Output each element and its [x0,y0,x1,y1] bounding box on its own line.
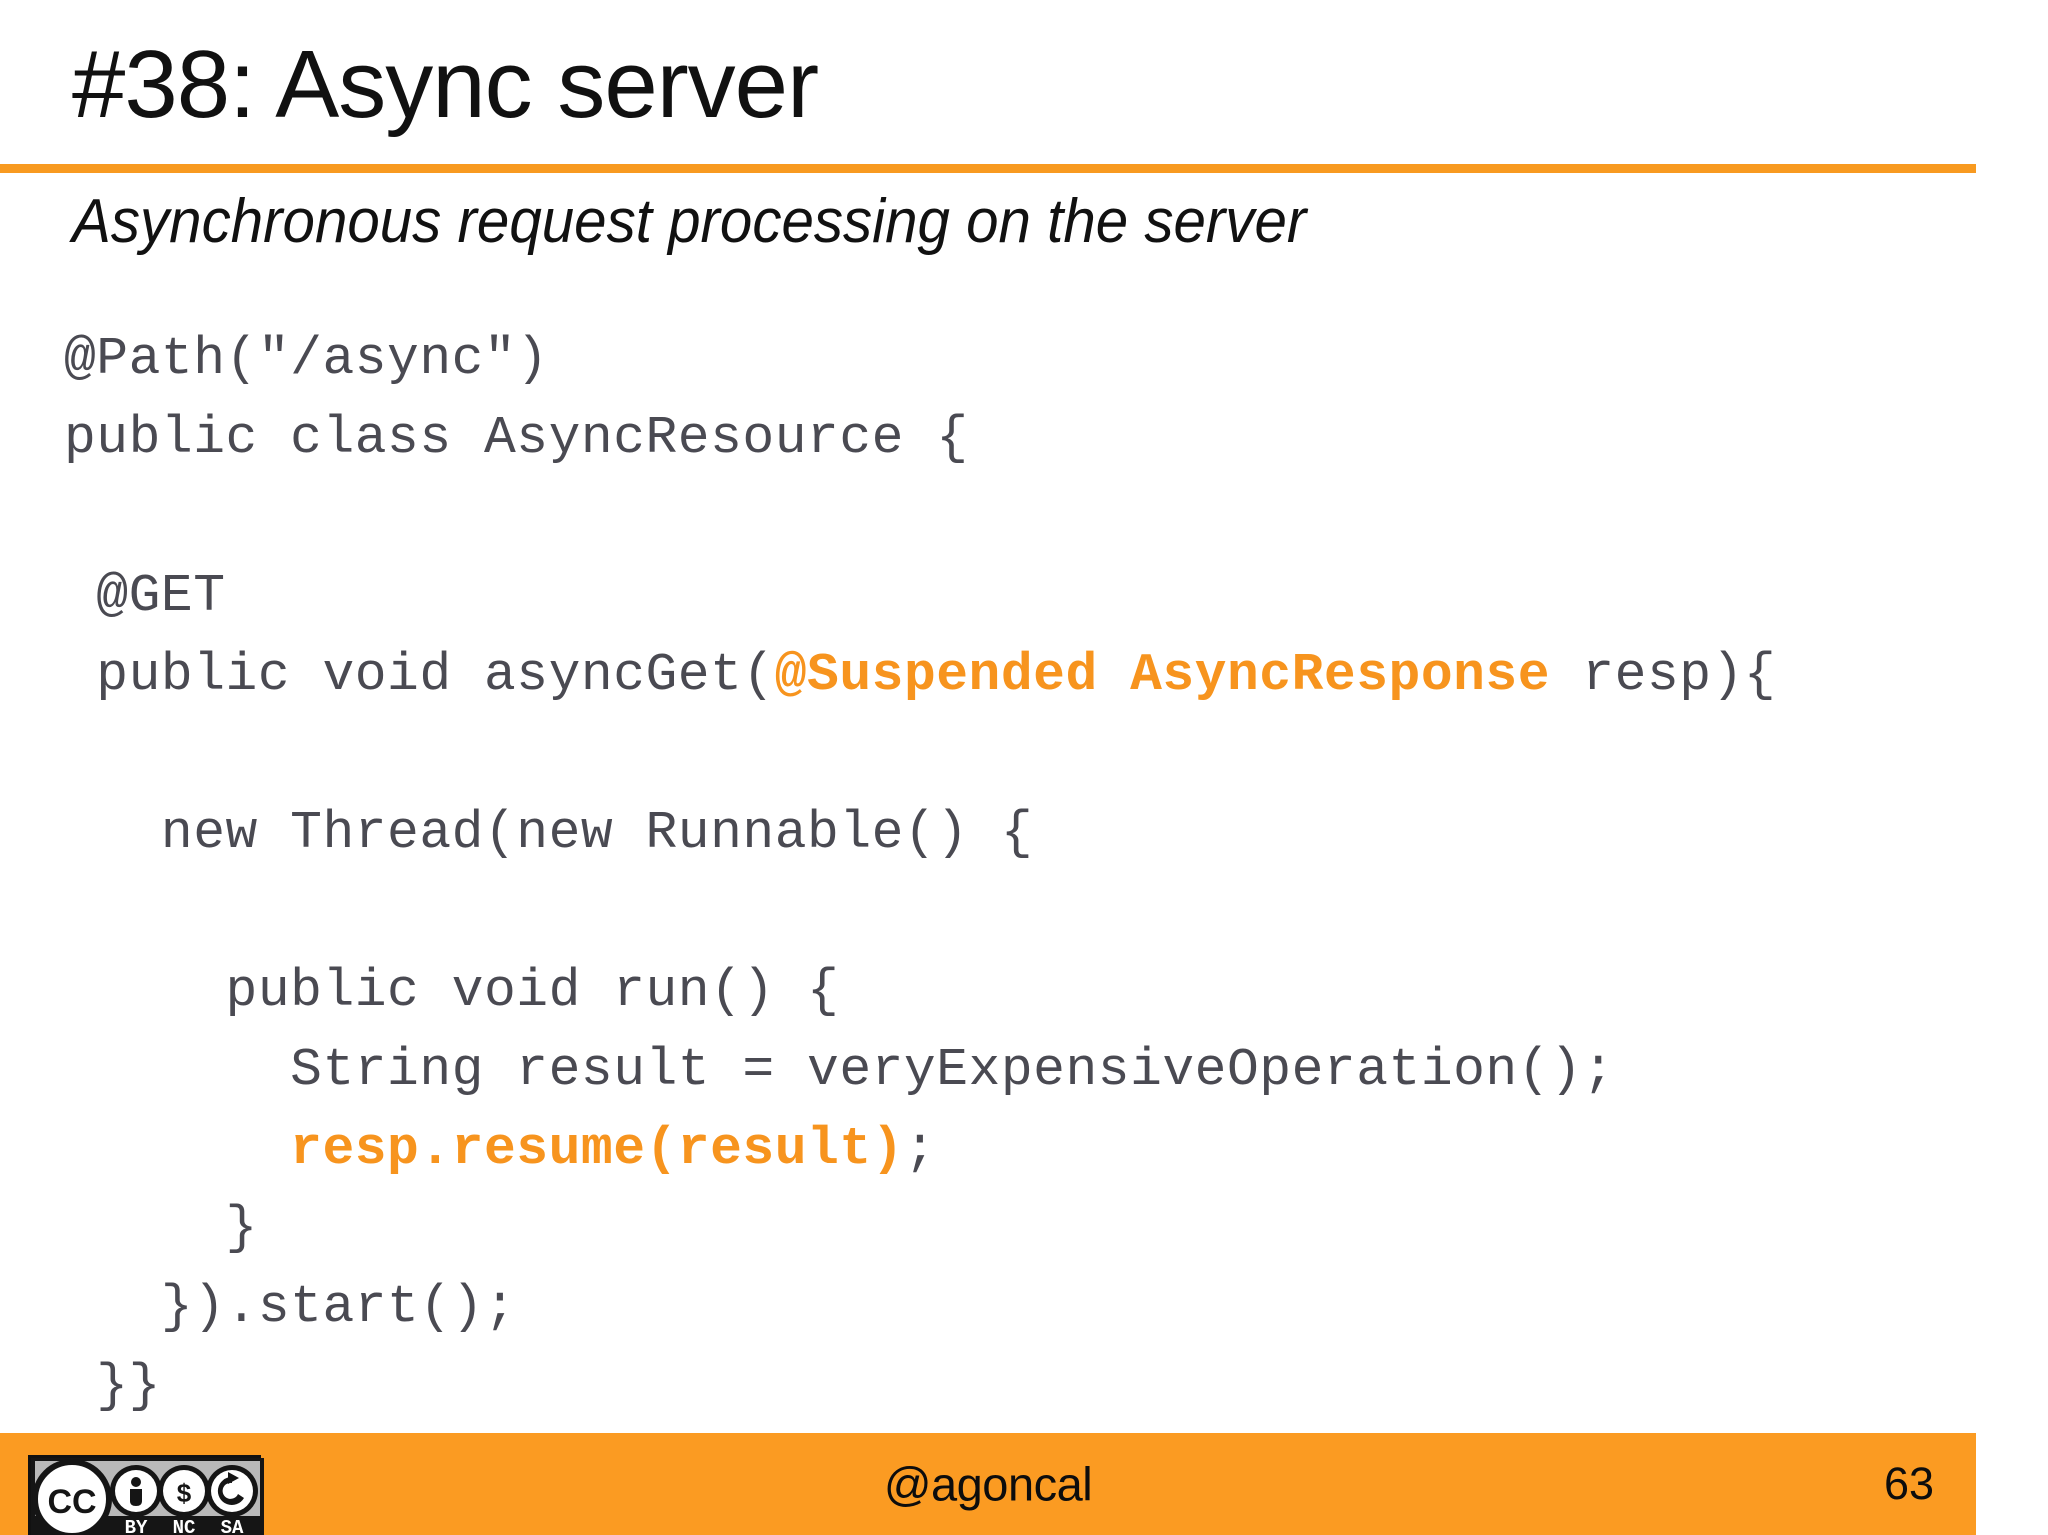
code-line: new Thread(new Runnable() { [64,794,2048,873]
code-line: } [64,1189,2048,1268]
footer-bar: @agoncal 63 [0,1433,1976,1535]
page-subtitle: Asynchronous request processing on the s… [72,187,1307,256]
code-line: }} [64,1347,2048,1426]
code-text: }).start(); [64,1277,517,1337]
code-line [64,873,2048,952]
svg-text:CC: CC [47,1483,96,1521]
code-text [64,1119,290,1179]
code-line: public class AsyncResource { [64,399,2048,478]
svg-text:NC: NC [173,1517,196,1535]
code-line: resp.resume(result); [64,1110,2048,1189]
code-line: public void asyncGet(@Suspended AsyncRes… [64,636,2048,715]
code-text: public void asyncGet( [64,645,775,705]
code-line [64,478,2048,557]
code-text: resp){ [1550,645,1777,705]
code-highlight: resp.resume(result) [290,1119,904,1179]
creative-commons-icon: CC $ BY NC SA [28,1455,264,1535]
code-line: @Path("/async") [64,320,2048,399]
svg-text:BY: BY [125,1517,148,1535]
code-listing: @Path("/async") public class AsyncResourc… [64,320,2048,1426]
code-line [64,715,2048,794]
code-text: ; [903,1119,937,1179]
title-divider [0,164,1976,173]
code-text: new Thread(new Runnable() { [64,803,1034,863]
code-text: String result = veryExpensiveOperation()… [64,1040,1615,1100]
code-text: }} [64,1356,161,1416]
code-text: @GET [64,566,226,626]
code-text: } [64,1198,258,1258]
code-line: @GET [64,557,2048,636]
footer-handle: @agoncal [883,1457,1093,1511]
code-line: String result = veryExpensiveOperation()… [64,1031,2048,1110]
code-highlight: @Suspended AsyncResponse [774,645,1551,705]
code-text: public void run() { [64,961,840,1021]
svg-text:$: $ [177,1478,192,1508]
code-line: public void run() { [64,952,2048,1031]
page-title: #38: Async server [72,31,819,138]
code-line: }).start(); [64,1268,2048,1347]
svg-text:SA: SA [221,1517,244,1535]
page-number: 63 [1883,1458,1934,1509]
code-text: @Path("/async") [64,329,549,389]
code-text: public class AsyncResource { [64,408,969,468]
